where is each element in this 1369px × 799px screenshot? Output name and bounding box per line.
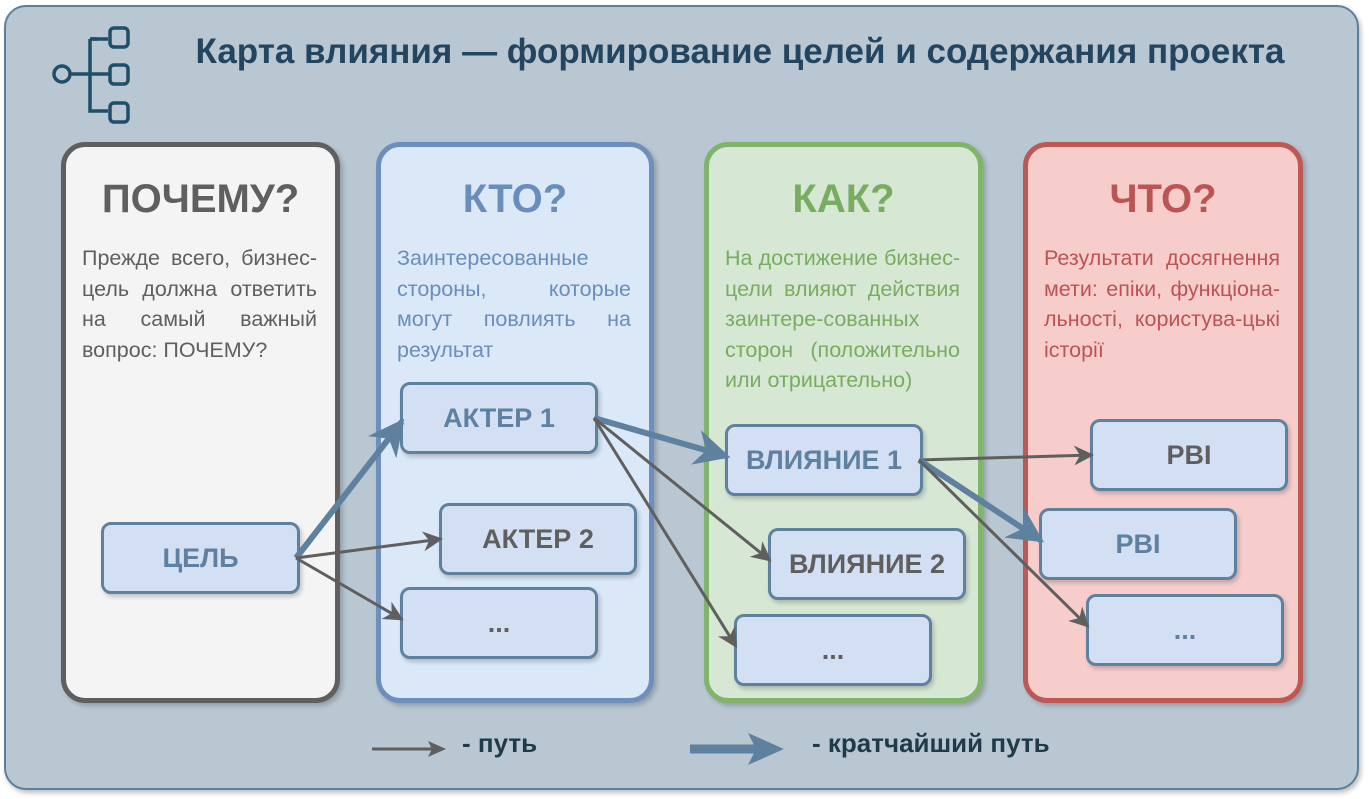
node-actor-2[interactable]: АКТЕР 2 xyxy=(439,503,637,575)
node-pbi-1[interactable]: PBI xyxy=(1090,419,1288,491)
page-title: Карта влияния — формирование целей и сод… xyxy=(195,32,1285,71)
legend-path-label: - путь xyxy=(462,728,538,758)
legend-shortest-arrow xyxy=(690,733,784,765)
column-heading: КАК? xyxy=(792,177,895,221)
node-pbi-2[interactable]: PBI xyxy=(1039,508,1237,580)
node-impact-1[interactable]: ВЛИЯНИЕ 1 xyxy=(725,424,923,496)
legend-path-arrow xyxy=(372,741,446,757)
column-description: На достижение бизнес-цели влияют действи… xyxy=(725,246,960,392)
column-why: ПОЧЕМУ? Прежде всего, бизнес-цель должна… xyxy=(61,142,340,703)
node-actor-1[interactable]: АКТЕР 1 xyxy=(400,382,598,454)
column-description: Прежде всего, бизнес-цель должна ответит… xyxy=(82,246,317,362)
column-description: Заинтересованные стороны, которые могут … xyxy=(397,246,631,362)
node-goal[interactable]: ЦЕЛЬ xyxy=(101,522,300,594)
node-impact-more[interactable]: ... xyxy=(734,614,932,686)
node-impact-2[interactable]: ВЛИЯНИЕ 2 xyxy=(768,528,966,600)
node-pbi-more[interactable]: ... xyxy=(1086,594,1284,666)
column-heading: КТО? xyxy=(462,177,568,221)
column-heading: ПОЧЕМУ? xyxy=(101,177,300,221)
column-description: Результати досягнення мети: епіки, функц… xyxy=(1044,246,1280,362)
hierarchy-tree-icon xyxy=(52,26,130,124)
node-actor-more[interactable]: ... xyxy=(400,587,598,659)
column-heading: ЧТО? xyxy=(1109,177,1217,221)
legend-shortest-label: - кратчайший путь xyxy=(812,728,1050,758)
